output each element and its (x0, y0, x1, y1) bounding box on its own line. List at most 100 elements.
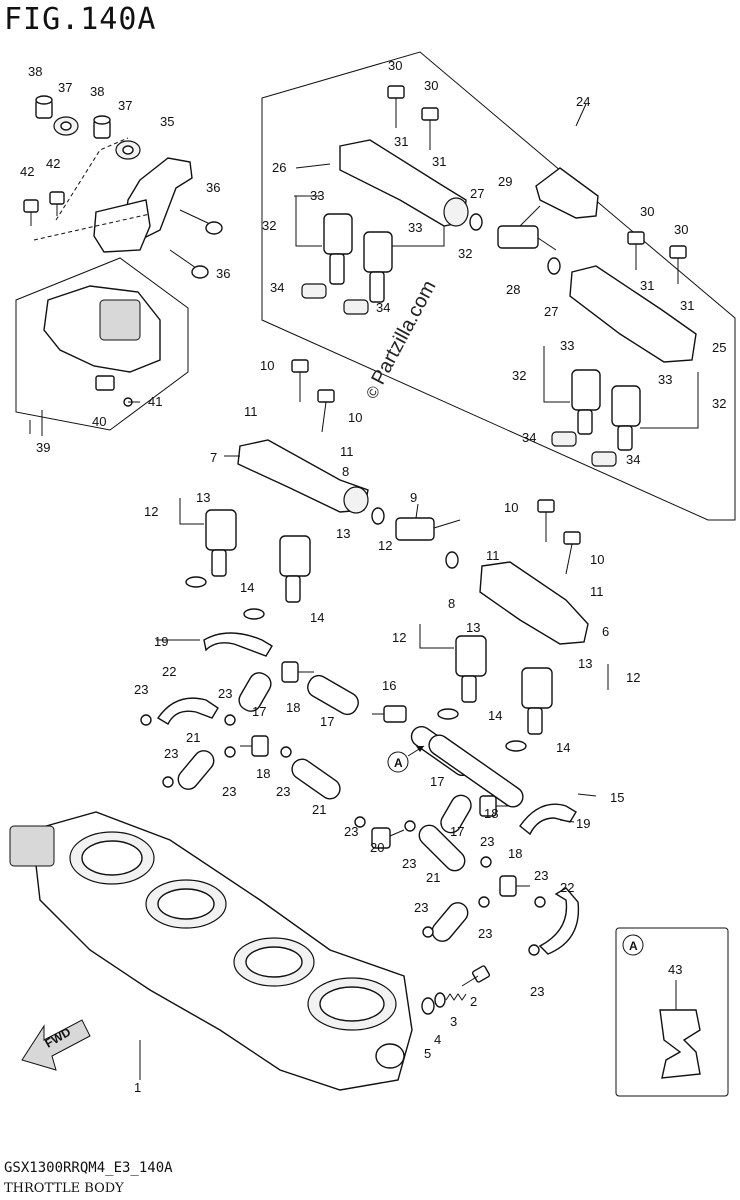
callout-2: 2 (470, 994, 477, 1009)
callout-3: 3 (450, 1014, 457, 1029)
seal-14a (185, 576, 207, 588)
bolt-36b (169, 249, 209, 279)
figure-code: GSX1300RRQM4_E3_140A (4, 1160, 173, 1176)
callout-33-d: 33 (658, 372, 672, 387)
clip-23j (478, 896, 490, 908)
switch-40 (95, 375, 115, 391)
callout-31-b: 31 (432, 154, 446, 169)
port-1 (375, 1043, 405, 1069)
joint-18c (479, 795, 510, 817)
callout-23: 23 (134, 682, 148, 697)
callout-11: 11 (340, 444, 354, 459)
hose-17a (238, 672, 272, 712)
hose-21c (418, 824, 466, 872)
injector-32d (611, 385, 641, 451)
figure-title: FIG.140A (4, 2, 157, 37)
callout-23-j: 23 (478, 926, 492, 941)
fwd-arrow: FWD (21, 1019, 91, 1071)
callout-21: 21 (186, 730, 200, 745)
detail-box-a-label: A (629, 939, 638, 953)
callout-28: 28 (506, 282, 520, 297)
callout-23-e: 23 (276, 784, 290, 799)
hose-21a (177, 750, 215, 790)
callout-30-b: 30 (424, 78, 438, 93)
callout-12-d: 12 (378, 538, 392, 553)
clip-23d (224, 746, 236, 758)
callout-18-c: 18 (484, 806, 498, 821)
callout-30-d: 30 (674, 222, 688, 237)
callout-8: 8 (342, 464, 349, 479)
callout-37-b: 37 (118, 98, 132, 113)
callout-17-c: 17 (430, 774, 444, 789)
callout-10-c: 10 (504, 500, 518, 515)
grommet-37b (115, 140, 141, 160)
group-outline-24 (261, 51, 736, 521)
clip-23b (224, 714, 236, 726)
callout-10-b: 10 (348, 410, 362, 425)
callout-17-b: 17 (252, 704, 266, 719)
callout-34-c: 34 (522, 430, 536, 445)
callout-20: 20 (370, 840, 384, 855)
callout-10-d: 10 (590, 552, 604, 567)
callout-43-detail: 43 (668, 962, 682, 977)
seal-14b (243, 608, 265, 620)
injector-32c (571, 369, 601, 435)
joint-18a (281, 661, 314, 683)
callout-23-f: 23 (344, 824, 358, 839)
bolt-10c (537, 499, 555, 542)
clamp-29 (535, 167, 599, 219)
cap-34a (301, 283, 327, 299)
injector-32a (323, 213, 353, 285)
callout-13-d: 13 (578, 656, 592, 671)
tee-joint-9 (395, 503, 461, 541)
joint-18b (240, 735, 269, 757)
callout-11-d: 11 (590, 584, 604, 599)
callout-27: 27 (470, 186, 484, 201)
sensor-connector (99, 299, 141, 341)
bore-3-inner (245, 946, 303, 978)
clip-23g (404, 820, 416, 832)
callout-12-b: 12 (392, 630, 406, 645)
hose-17d (440, 794, 472, 834)
callout-23-h: 23 (480, 834, 494, 849)
spring-3 (445, 993, 467, 1001)
callout-1: 1 (134, 1080, 141, 1095)
callout-4: 4 (434, 1032, 441, 1047)
callout-6: 6 (602, 624, 609, 639)
bolt-10b (317, 389, 335, 433)
clip-23k (534, 896, 546, 908)
callout-31-c: 31 (640, 278, 654, 293)
seal-14c (437, 708, 459, 720)
callout-34-d: 34 (626, 452, 640, 467)
callout-26: 26 (272, 160, 286, 175)
o-ring-5 (421, 997, 435, 1015)
bolt-10d (563, 531, 581, 575)
callout-36-b: 36 (216, 266, 230, 281)
pointer-a: A (387, 745, 425, 773)
callout-42-b: 42 (46, 156, 60, 171)
callout-24: 24 (576, 94, 590, 109)
bolt-36a (179, 209, 223, 235)
callout-12: 12 (144, 504, 158, 519)
bolt-30a (387, 85, 405, 128)
bushing-38b (93, 115, 111, 139)
o-ring-27a (469, 213, 483, 231)
screw-2 (461, 965, 491, 987)
tee-joint-28 (497, 205, 557, 251)
callout-32: 32 (262, 218, 276, 233)
callout-36: 36 (206, 180, 220, 195)
callout-17: 17 (320, 714, 334, 729)
bolt-10a (291, 359, 309, 402)
callout-14: 14 (240, 580, 254, 595)
callout-8-b: 8 (448, 596, 455, 611)
callout-29: 29 (498, 174, 512, 189)
callout-25: 25 (712, 340, 726, 355)
callout-layer: 1 2 3 4 5 6 7 8 9 10 11 12 13 14 15 16 1… (20, 58, 726, 1095)
callout-14-d: 14 (556, 740, 570, 755)
callout-30: 30 (388, 58, 402, 73)
screw-41 (123, 397, 140, 407)
bolt-30b (421, 107, 439, 150)
fuel-rail-25 (569, 265, 697, 363)
clip-23e (280, 746, 292, 758)
